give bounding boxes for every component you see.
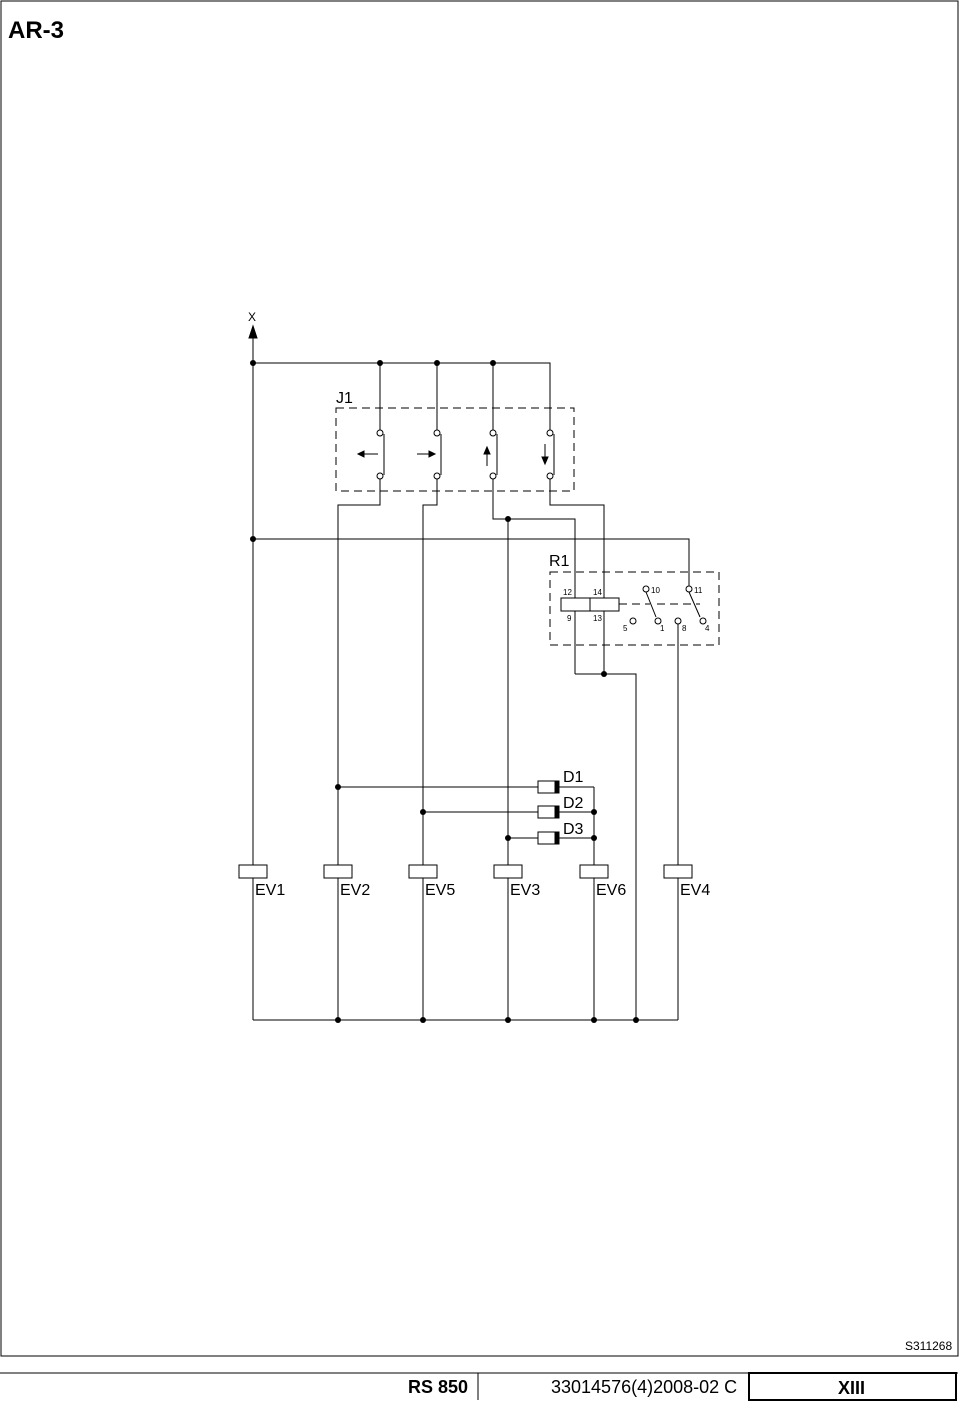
valve-labels: EV1 EV2 EV5 EV3 EV6 EV4 — [255, 882, 710, 899]
svg-text:12: 12 — [563, 588, 572, 597]
supply-x — [249, 326, 257, 1020]
joystick-contacts — [377, 430, 554, 479]
svg-text:9: 9 — [567, 614, 572, 623]
diode-bodies — [538, 781, 559, 844]
junction-supply-relay — [250, 536, 256, 542]
drawing-code: S311268 — [905, 1339, 952, 1353]
footer-frame — [0, 1373, 958, 1400]
svg-text:10: 10 — [651, 586, 660, 595]
diode-label-d2: D2 — [563, 795, 584, 812]
page-title: AR-3 — [8, 17, 64, 44]
valve-label-ev5: EV5 — [425, 882, 455, 899]
junction-ev3 — [505, 516, 511, 522]
junction-relay-out — [601, 671, 607, 677]
diode-label-d1: D1 — [563, 769, 584, 786]
footer-document: 33014576(4)2008-02 C — [551, 1377, 737, 1397]
valve-label-ev1: EV1 — [255, 882, 285, 899]
relay-label: R1 — [549, 553, 570, 570]
return-bus-junctions — [335, 1017, 639, 1023]
svg-text:13: 13 — [593, 614, 602, 623]
valve-label-ev4: EV4 — [680, 882, 710, 899]
relay-box — [550, 572, 719, 645]
diode-junctions — [335, 784, 597, 841]
relay-contacts — [630, 586, 706, 624]
joystick-label: J1 — [336, 390, 353, 407]
relay-pin-labels: 12 14 9 13 10 11 5 1 8 4 — [563, 586, 710, 633]
diode-label-d3: D3 — [563, 821, 584, 838]
footer-model: RS 850 — [408, 1377, 468, 1397]
valve-coils — [239, 865, 692, 878]
top-bus — [253, 363, 550, 432]
svg-text:11: 11 — [694, 586, 703, 595]
supply-label: X — [248, 310, 256, 324]
valve-label-ev2: EV2 — [340, 882, 370, 899]
footer-section: XIII — [838, 1378, 865, 1398]
relay-supply — [253, 539, 689, 586]
svg-text:1: 1 — [660, 624, 665, 633]
diode-wires — [338, 787, 594, 865]
svg-text:5: 5 — [623, 624, 628, 633]
joystick-box — [336, 408, 574, 491]
svg-text:4: 4 — [705, 624, 710, 633]
svg-text:8: 8 — [682, 624, 687, 633]
return-bus — [253, 878, 678, 1020]
valve-label-ev3: EV3 — [510, 882, 540, 899]
valve-label-ev6: EV6 — [596, 882, 626, 899]
top-bus-junctions — [250, 360, 496, 366]
svg-text:14: 14 — [593, 588, 602, 597]
relay-coils — [561, 598, 619, 611]
relay-coil-wires — [575, 604, 700, 1020]
joystick-outputs — [338, 479, 604, 865]
page-border — [1, 1, 958, 1356]
joystick-arrows — [358, 444, 548, 466]
